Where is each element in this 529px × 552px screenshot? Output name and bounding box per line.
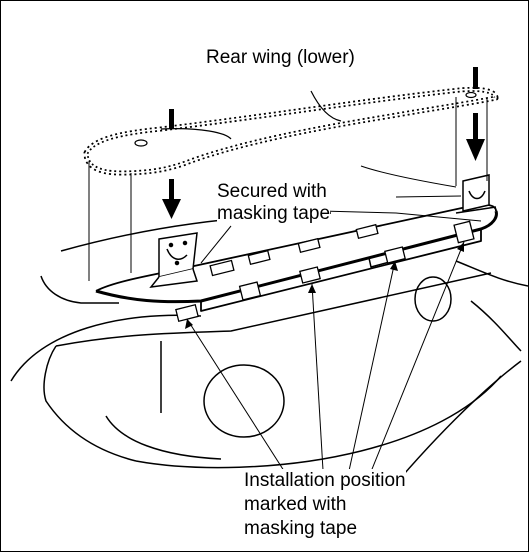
left-bracket bbox=[149, 232, 198, 288]
left-taillight bbox=[203, 364, 285, 438]
right-bracket bbox=[455, 174, 497, 214]
alignment-lines bbox=[88, 97, 488, 281]
leader-secured-lower bbox=[320, 210, 482, 222]
secured-label-line-2: masking tape bbox=[217, 203, 331, 224]
taillights bbox=[203, 247, 452, 438]
leader-secured-to-tape bbox=[200, 225, 232, 264]
left-arrow-top-shaft bbox=[169, 109, 174, 129]
left-arrow-head bbox=[162, 199, 181, 219]
installation-label-line-1: Installation position bbox=[244, 470, 406, 491]
right-arrow-top-shaft bbox=[473, 67, 478, 89]
installation-label: Installation position marked with maskin… bbox=[244, 469, 406, 541]
down-arrows bbox=[162, 67, 485, 219]
secured-label: Secured with masking tape bbox=[217, 181, 331, 225]
installation-label-line-3: masking tape bbox=[244, 518, 358, 539]
tape-marks bbox=[175, 220, 475, 323]
rear-wing bbox=[83, 86, 499, 176]
installation-label-line-2: marked with bbox=[244, 494, 347, 515]
right-taillight bbox=[414, 276, 452, 322]
rear-wing-label: Rear wing (lower) bbox=[206, 47, 355, 69]
right-arrow-head bbox=[466, 139, 485, 161]
leader-secured-upper bbox=[360, 165, 457, 188]
leader-arrowheads bbox=[185, 242, 464, 329]
leader-secured-to-right-bracket bbox=[395, 195, 462, 198]
right-arrow-shaft bbox=[473, 113, 478, 141]
secured-label-line-1: Secured with bbox=[217, 181, 327, 202]
left-arrow-shaft bbox=[169, 179, 174, 201]
